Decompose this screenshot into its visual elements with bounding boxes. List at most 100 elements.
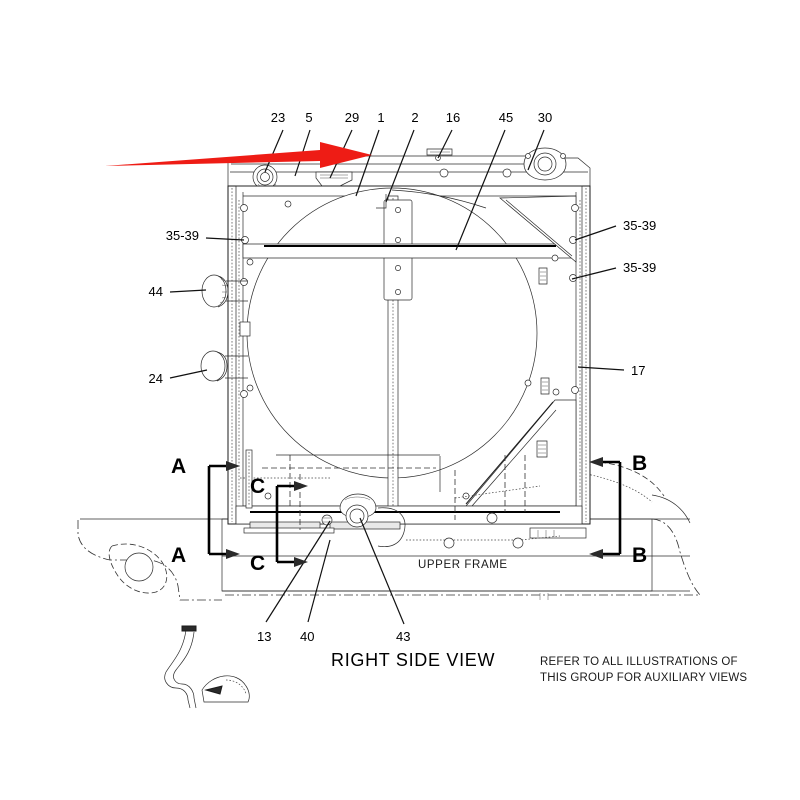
item-24-ring xyxy=(200,350,248,382)
hose-dot-detail xyxy=(225,679,247,695)
right-hole-4 xyxy=(571,386,579,394)
section-label-b-bottom: B xyxy=(632,544,647,567)
ring-44-hatch xyxy=(219,278,228,304)
ring-24-outer xyxy=(200,350,226,382)
lower-right-brace-edge2 xyxy=(471,409,557,507)
callout-label-29: 29 xyxy=(345,110,359,125)
bottom-plate-right xyxy=(529,527,587,539)
section-label-a-bottom: A xyxy=(171,544,186,567)
callout-labels-left: 35-39 44 24 xyxy=(149,228,199,386)
callout-label-44: 44 xyxy=(149,284,163,299)
left-hole-4 xyxy=(240,278,248,286)
frame-tick-marks xyxy=(539,593,549,600)
strut-bolt-2 xyxy=(395,237,401,243)
section-label-c-bottom: C xyxy=(250,552,265,575)
right-hole-8 xyxy=(524,379,532,387)
coil-inner xyxy=(260,172,270,182)
top-cover-hole-2 xyxy=(502,168,512,178)
right-plate-hatch-2 xyxy=(542,381,548,391)
callout-label-2: 2 xyxy=(411,110,418,125)
filler-bolt-1 xyxy=(525,153,531,159)
leader-23 xyxy=(264,129,284,173)
item-44-ring xyxy=(201,274,248,308)
section-label-b-top: B xyxy=(632,452,647,475)
left-side-boss xyxy=(239,321,251,337)
item-29-hatch xyxy=(320,174,348,179)
lower-dot-diag xyxy=(454,485,541,499)
right-plate-hatch-1 xyxy=(540,271,546,281)
right-body-outline xyxy=(651,518,701,596)
leader-17 xyxy=(577,366,625,371)
mount-boss-hole xyxy=(349,508,365,524)
hidden-vertical-3 xyxy=(504,455,526,512)
red-highlight-arrow xyxy=(105,142,372,168)
note-line-2: THIS GROUP FOR AUXILIARY VIEWS xyxy=(540,672,747,684)
leader-35-39-right-upper xyxy=(574,225,617,241)
right-plate-hatch-3 xyxy=(538,444,546,454)
item-40-bolt xyxy=(321,514,333,526)
callout-label-35-39-right-lower: 35-39 xyxy=(623,260,656,275)
right-hole-7 xyxy=(462,492,470,500)
coil-outer xyxy=(252,164,278,190)
leader-45 xyxy=(455,129,506,251)
callout-label-45: 45 xyxy=(499,110,513,125)
upper-right-brace-edge xyxy=(505,199,573,257)
red-arrow-shape xyxy=(105,142,372,168)
section-a-bottom-arrow xyxy=(226,549,240,559)
radiator-assembly-group xyxy=(200,147,591,549)
ring-44-side xyxy=(217,275,229,308)
lower-hose-ring-2 xyxy=(512,537,524,549)
leader-24 xyxy=(169,369,208,379)
left-bracket-outline xyxy=(108,543,168,594)
item-43-mount-boss xyxy=(339,493,377,528)
hose-part-group xyxy=(164,625,250,709)
leader-1 xyxy=(355,129,380,197)
callout-label-16: 16 xyxy=(446,110,460,125)
bottom-plate-hatch xyxy=(537,530,555,537)
leader-35-39-left xyxy=(205,237,245,241)
callout-label-30: 30 xyxy=(538,110,552,125)
callout-label-1: 1 xyxy=(377,110,384,125)
right-body-shoulder xyxy=(651,494,691,524)
hose-outer-path xyxy=(164,629,191,709)
section-label-c-top: C xyxy=(250,475,265,498)
note-line-1: REFER TO ALL ILLUSTRATIONS OF xyxy=(540,656,738,668)
left-hole-5 xyxy=(246,384,254,392)
section-marks-group xyxy=(207,457,622,567)
leader-44 xyxy=(169,289,207,293)
section-letter-labels: A A C C B B xyxy=(171,452,647,575)
coil-mid xyxy=(256,168,274,186)
bolt-head xyxy=(321,514,333,526)
right-body-dot xyxy=(559,469,653,503)
callout-label-5: 5 xyxy=(305,110,312,125)
left-hole-1 xyxy=(240,204,248,212)
leader-13 xyxy=(265,520,331,623)
leader-16 xyxy=(437,129,453,159)
lower-right-brace-edge xyxy=(465,401,554,505)
section-c-top-arrow xyxy=(294,481,308,491)
filler-bolt-2 xyxy=(560,153,566,159)
ring-24-lines xyxy=(225,355,248,379)
bottom-plate-left xyxy=(243,527,335,534)
left-hole-8 xyxy=(284,200,292,208)
right-hole-5 xyxy=(551,254,559,262)
mount-boss-top xyxy=(344,496,371,501)
ring-24-side xyxy=(216,351,228,382)
right-body-dash-upper xyxy=(599,461,665,497)
strut-bolt-4 xyxy=(395,289,401,295)
upper-frame-label: UPPER FRAME xyxy=(418,559,508,571)
callout-label-35-39-right-upper: 35-39 xyxy=(623,218,656,233)
lower-hose-ring-1 xyxy=(443,537,455,549)
strut-bolt-3 xyxy=(395,265,401,271)
section-a-top-arrow xyxy=(226,461,240,471)
leader-40 xyxy=(307,539,331,623)
top-cover-hole-1 xyxy=(439,168,449,178)
section-b-bottom-arrow xyxy=(589,549,603,559)
filler-cap-inner xyxy=(537,156,553,172)
ring-44-outer xyxy=(201,274,227,308)
callout-labels-right: 35-39 35-39 17 xyxy=(623,218,656,378)
strut-top-tab xyxy=(376,194,387,209)
bottom-rail xyxy=(235,505,583,525)
